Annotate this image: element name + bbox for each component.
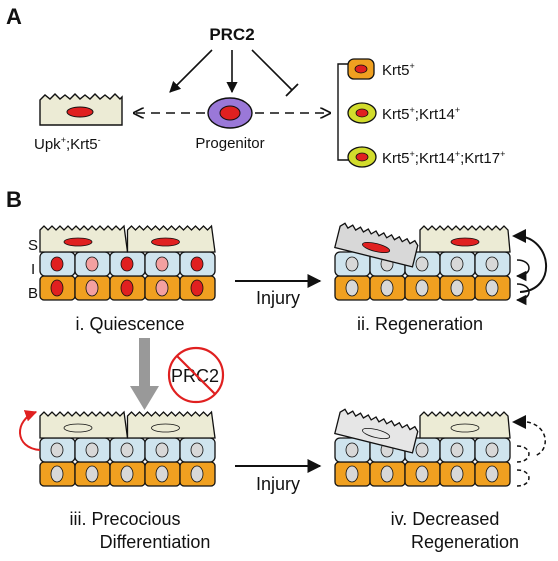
intermediate-nucleus <box>50 256 64 272</box>
precocious-red-arrow <box>19 410 41 451</box>
tissue-quiescence <box>39 224 216 301</box>
prc2-to-umbrella-arrow <box>169 49 213 93</box>
umbrella-marker-label: Upk+;Krt5- <box>34 135 101 153</box>
prc2-title: PRC2 <box>209 25 254 44</box>
tissue-precocious-differentiation <box>39 410 216 487</box>
basal-nucleus <box>380 465 394 483</box>
caption-precocious-line1: iii. Precocious <box>69 509 180 529</box>
caption-quiescence: i. Quiescence <box>75 314 184 334</box>
basal-nucleus <box>450 465 464 483</box>
basal-nucleus <box>415 279 429 297</box>
svg-text:Krt5+;Krt14+: Krt5+;Krt14+ <box>382 105 460 123</box>
umbrella-nucleus <box>450 423 480 433</box>
tissue-decreased-regeneration <box>334 408 511 487</box>
intermediate-nucleus <box>345 442 359 458</box>
basal-type-krt5-krt14: Krt5+;Krt14+ <box>347 102 460 124</box>
basal-nucleus <box>415 465 429 483</box>
basal-type-krt5-krt14-krt17: Krt5+;Krt14+;Krt17+ <box>347 146 505 168</box>
injury-label-top: Injury <box>256 288 300 308</box>
caption-precocious-line2: Differentiation <box>100 532 211 552</box>
layer-label-s: S <box>28 237 38 254</box>
basal-bracket <box>337 63 350 161</box>
basal-nucleus <box>190 465 204 483</box>
umbrella-nucleus <box>151 423 180 433</box>
intermediate-nucleus <box>85 442 99 458</box>
umbrella-nucleus <box>63 423 93 433</box>
no-prc2-circle <box>167 346 225 404</box>
layer-label-b: B <box>28 285 38 302</box>
intermediate-nucleus <box>450 442 464 458</box>
intermediate-nucleus <box>190 442 204 458</box>
basal-nucleus <box>485 279 499 297</box>
basal-nucleus <box>155 279 169 297</box>
progenitor-label: Progenitor <box>195 135 264 152</box>
intermediate-nucleus <box>485 256 499 272</box>
caption-decreased-line2: Regeneration <box>411 532 519 552</box>
basal-nucleus <box>345 279 359 297</box>
basal-nucleus <box>345 465 359 483</box>
basal-nucleus <box>485 465 499 483</box>
layer-label-i: I <box>31 261 35 278</box>
basal-nucleus <box>380 279 394 297</box>
basal-nucleus <box>190 279 204 297</box>
basal-nucleus <box>85 279 99 297</box>
intermediate-nucleus <box>50 442 64 458</box>
basal-nucleus <box>85 465 99 483</box>
intermediate-nucleus <box>85 256 99 272</box>
intermediate-nucleus <box>450 256 464 272</box>
shed-umbrella-cell <box>334 222 419 268</box>
grey-arrow-head <box>130 386 159 410</box>
regeneration-feedback-arrows <box>512 229 547 306</box>
basal-nucleus <box>155 465 169 483</box>
intermediate-nucleus <box>345 256 359 272</box>
basal-nucleus <box>50 279 64 297</box>
umbrella-cell <box>419 411 511 439</box>
umbrella-nucleus <box>151 237 180 247</box>
intermediate-nucleus <box>415 442 429 458</box>
progenitor-nucleus <box>219 105 241 121</box>
panel-b-letter: B <box>6 187 22 212</box>
prc2-inhibit-line <box>251 49 293 91</box>
umbrella-cell <box>39 410 129 439</box>
injury-label-bottom: Injury <box>256 474 300 494</box>
tissue-regeneration <box>334 222 511 301</box>
svg-text:Krt5+: Krt5+ <box>382 61 415 79</box>
basal-nucleus <box>120 279 134 297</box>
no-prc2-label: PRC2 <box>171 366 219 386</box>
intermediate-nucleus <box>485 442 499 458</box>
panel-a-letter: A <box>6 4 22 29</box>
intermediate-nucleus <box>155 442 169 458</box>
shed-umbrella-cell <box>334 408 419 454</box>
umbrella-nucleus <box>66 106 94 118</box>
intermediate-nucleus <box>120 442 134 458</box>
intermediate-nucleus <box>415 256 429 272</box>
umbrella-nucleus <box>450 237 480 247</box>
intermediate-nucleus <box>190 256 204 272</box>
umbrella-cell <box>126 410 216 439</box>
intermediate-nucleus <box>155 256 169 272</box>
basal-nucleus <box>450 279 464 297</box>
basal-type-krt5: Krt5+ <box>347 58 415 80</box>
svg-text:Krt5+;Krt14+;Krt17+: Krt5+;Krt14+;Krt17+ <box>382 149 505 167</box>
umbrella-nucleus <box>63 237 93 247</box>
decreased-feedback-arrows <box>512 415 546 487</box>
caption-decreased-line1: iv. Decreased <box>391 509 500 529</box>
intermediate-nucleus <box>120 256 134 272</box>
caption-regeneration: ii. Regeneration <box>357 314 483 334</box>
basal-nucleus <box>120 465 134 483</box>
grey-arrow-shaft <box>139 338 150 388</box>
inhibit-bar <box>285 83 299 97</box>
basal-nucleus <box>50 465 64 483</box>
no-prc2-slash <box>176 355 216 395</box>
